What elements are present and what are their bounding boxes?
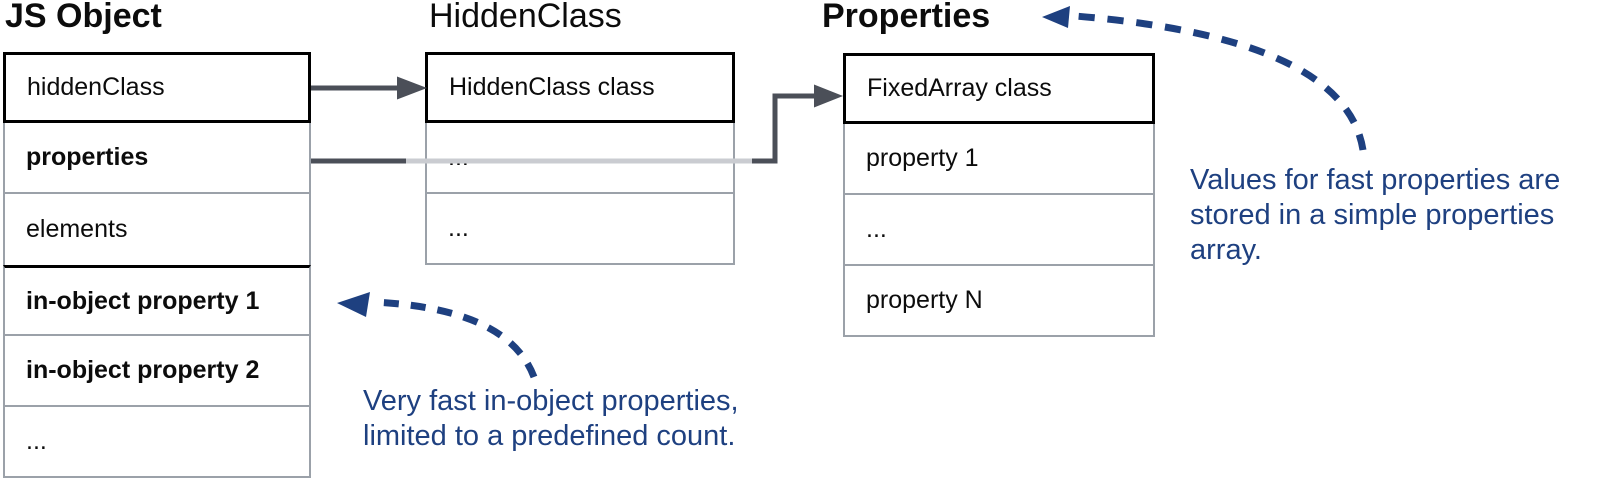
row-ellipsis: ... — [425, 194, 735, 265]
note-line: stored in a simple properties — [1190, 199, 1555, 231]
row-in-object-property-2: in-object property 2 — [3, 336, 311, 407]
row-ellipsis: ... — [425, 123, 735, 194]
row-ellipsis: ... — [843, 195, 1155, 266]
row-fixedarray-class: FixedArray class — [843, 53, 1155, 124]
properties-table: FixedArray class property 1 ... property… — [843, 53, 1155, 337]
js-object-title: JS Object — [5, 0, 162, 35]
hiddenclass-title: HiddenClass — [429, 0, 622, 35]
note-line: array. — [1190, 234, 1262, 266]
properties-title: Properties — [822, 0, 991, 35]
row-property-n: property N — [843, 266, 1155, 337]
row-ellipsis: ... — [3, 407, 311, 478]
row-properties: properties — [3, 123, 311, 194]
properties-note: Values for fast properties are stored in… — [1190, 163, 1560, 268]
row-elements: elements — [3, 194, 311, 265]
row-hiddenclass-class: HiddenClass class — [425, 52, 735, 123]
note-line: Values for fast properties are — [1190, 164, 1561, 196]
row-hiddenclass: hiddenClass — [3, 52, 311, 123]
row-in-object-property-1: in-object property 1 — [3, 265, 311, 336]
dashed-arrow-inobject-note — [337, 292, 538, 379]
js-object-table: hiddenClass properties elements in-objec… — [3, 52, 311, 478]
arrow-hiddenclass-pointer — [311, 76, 427, 100]
hiddenclass-table: HiddenClass class ... ... — [425, 52, 735, 265]
in-object-note: Very fast in-object properties, limited … — [363, 384, 739, 454]
note-line: limited to a predefined count. — [363, 420, 736, 452]
note-line: Very fast in-object properties, — [363, 385, 739, 417]
row-property-1: property 1 — [843, 124, 1155, 195]
